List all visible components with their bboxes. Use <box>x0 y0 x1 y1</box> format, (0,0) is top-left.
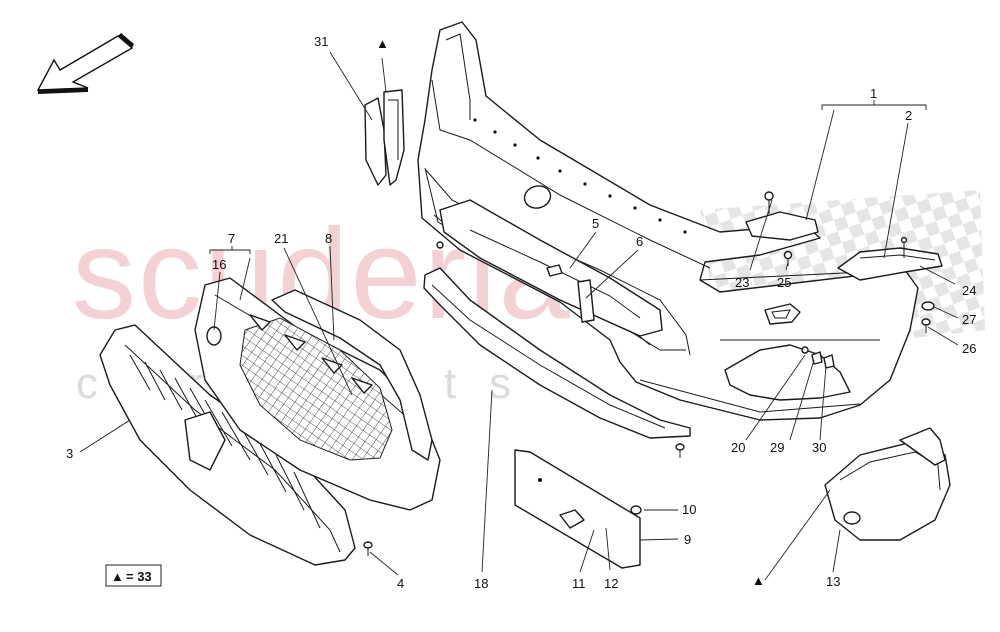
callout-4: 4 <box>397 576 404 591</box>
callout-30: 30 <box>812 440 826 455</box>
callout-10: 10 <box>682 502 696 517</box>
callout-7: 7 <box>228 231 235 246</box>
callout-27: 27 <box>962 312 976 327</box>
callout-26: 26 <box>962 341 976 356</box>
legend-symbol: ▲ <box>111 569 124 584</box>
screw-4 <box>363 541 373 556</box>
fog-lamp-bezel <box>824 427 951 541</box>
callout-29: 29 <box>770 440 784 455</box>
license-plate-holder <box>514 449 641 569</box>
triangle-mark-bezel: ▲ <box>752 573 765 588</box>
callout-16: 16 <box>212 257 226 272</box>
callout-9: 9 <box>684 532 691 547</box>
callout-labels: 1 2 3 4 5 6 7 8 9 10 11 12 13 16 18 20 2… <box>66 34 976 591</box>
callout-5: 5 <box>592 216 599 231</box>
grille-mesh <box>239 317 393 461</box>
callout-6: 6 <box>636 234 643 249</box>
callout-12: 12 <box>604 576 618 591</box>
callout-13: 13 <box>826 574 840 589</box>
callout-11: 11 <box>572 576 586 591</box>
callout-18: 18 <box>474 576 488 591</box>
callout-31: 31 <box>314 34 328 49</box>
callout-8: 8 <box>325 231 332 246</box>
grille-seal <box>271 289 433 461</box>
callout-24: 24 <box>962 283 976 298</box>
callout-3: 3 <box>66 446 73 461</box>
bumper-side-bracket <box>837 247 943 281</box>
bumper-top-bracket <box>745 211 819 241</box>
stud-24 <box>900 236 908 258</box>
screw-10 <box>630 505 642 515</box>
legend: ▲ = 33 <box>105 564 162 587</box>
screw-26 <box>921 318 931 333</box>
grille-support-frame <box>194 277 441 511</box>
center-air-duct <box>439 199 663 337</box>
callout-25: 25 <box>777 275 791 290</box>
screw-18-end <box>675 443 685 458</box>
callout-2: 2 <box>905 108 912 123</box>
lower-lip-spoiler <box>423 267 691 439</box>
headlamp-washer-bracket <box>364 89 405 186</box>
clip-30 <box>823 354 835 369</box>
callout-23: 23 <box>735 275 749 290</box>
arrow-down-left-icon <box>36 33 134 94</box>
nut-27 <box>921 301 935 311</box>
legend-text: = 33 <box>126 569 152 584</box>
callout-1: 1 <box>870 86 877 101</box>
bumper-mount-holes <box>436 118 687 249</box>
triangle-mark-bracket: ▲ <box>376 36 389 51</box>
callout-21: 21 <box>274 231 288 246</box>
leader-lines <box>79 51 959 581</box>
screw-23 <box>764 191 774 214</box>
callout-20: 20 <box>731 440 745 455</box>
screw-20 <box>801 346 809 354</box>
